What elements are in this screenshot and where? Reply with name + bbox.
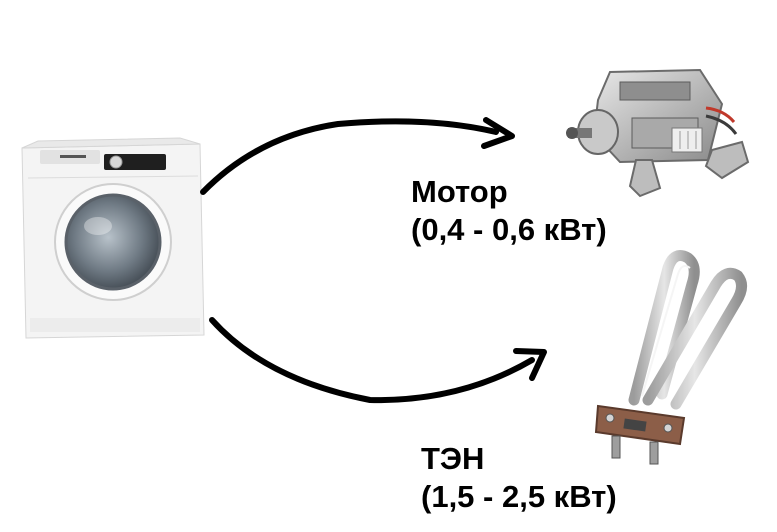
heater-label: ТЭН (1,5 - 2,5 кВт) (421, 440, 617, 516)
washing-machine-icon (21, 137, 205, 339)
arrow-to-motor (200, 117, 515, 195)
arrow-to-heater (209, 317, 547, 404)
motor-label-power: (0,4 - 0,6 кВт) (411, 212, 607, 247)
heater-label-power: (1,5 - 2,5 кВт) (421, 479, 617, 514)
heating-element-icon (594, 250, 747, 465)
motor-label: Мотор (0,4 - 0,6 кВт) (411, 173, 607, 249)
motor-icon (566, 68, 750, 198)
heater-label-name: ТЭН (421, 441, 485, 476)
motor-label-name: Мотор (411, 174, 508, 209)
